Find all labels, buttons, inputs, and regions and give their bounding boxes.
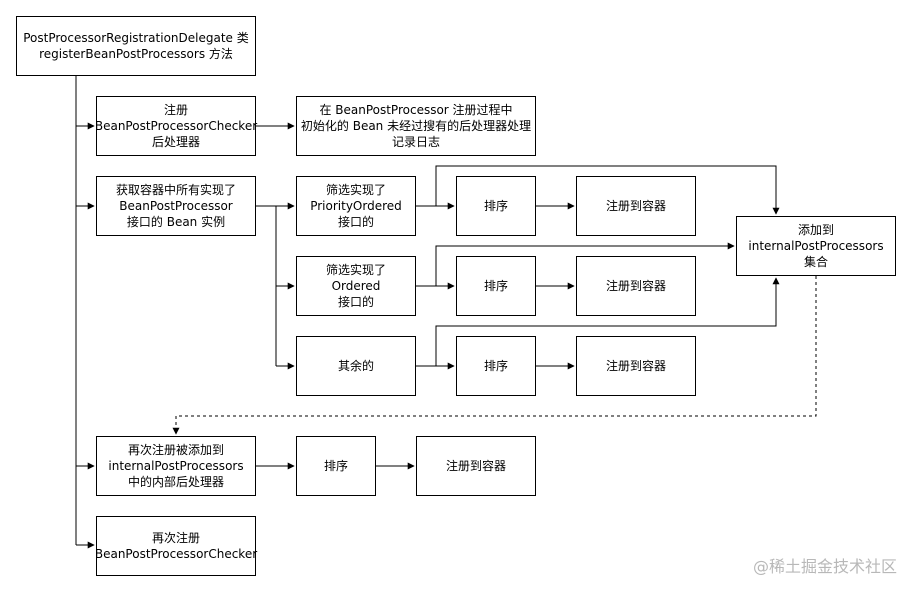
sort-node-3: 排序	[456, 336, 536, 396]
node-label-line: 其余的	[337, 359, 374, 373]
reregister-checker-node: 再次注册 BeanPostProcessorChecker	[94, 516, 258, 576]
node-label-line: PriorityOrdered	[310, 199, 402, 213]
delegate-node: PostProcessorRegistrationDelegate 类 regis…	[16, 16, 256, 76]
arrow-ordered-internal	[416, 242, 735, 287]
node-label-line: 注册到容器	[445, 459, 506, 473]
node-label-line: 排序	[483, 359, 508, 373]
watermark: @稀土掘金技术社区	[752, 557, 897, 576]
node-label-line: 注册到容器	[605, 199, 666, 213]
node-label-line: 后处理器	[151, 135, 200, 149]
arrow-priority-internal	[416, 165, 780, 215]
node-label-line: BeanPostProcessorChecker	[94, 119, 258, 133]
arrow-rest-internal	[416, 277, 780, 367]
node-label-line: 排序	[483, 279, 508, 293]
node-label-line: 初始化的 Bean 未经过搜有的后处理器处理	[300, 119, 532, 133]
ordered-node: 筛选实现了 Ordered 接口的	[296, 256, 416, 316]
note-node: 在 BeanPostProcessor 注册过程中初始化的 Bean 未经过搜有…	[296, 96, 536, 156]
node-label-line: 接口的	[337, 295, 374, 309]
node-label-line: 中的内部后处理器	[127, 475, 224, 489]
node-label-line: Ordered	[331, 279, 381, 293]
node-label-line: 再次注册被添加到	[127, 443, 224, 457]
branch-line	[256, 205, 277, 366]
node-label-line: BeanPostProcessor	[119, 199, 233, 213]
register-node-3: 注册到容器	[576, 336, 696, 396]
node-label-line: 筛选实现了	[325, 263, 386, 277]
register-node-2: 注册到容器	[576, 256, 696, 316]
sort-node-2: 排序	[456, 256, 536, 316]
register-node-4: 注册到容器	[416, 436, 536, 496]
node-label-line: internalPostProcessors	[748, 239, 884, 253]
priority-node: 筛选实现了 PriorityOrdered 接口的	[296, 176, 416, 236]
node-label-line: 接口的	[337, 215, 374, 229]
sort-node-4: 排序	[296, 436, 376, 496]
arrow-internal-reregister	[172, 276, 817, 435]
sort-node-1: 排序	[456, 176, 536, 236]
node-label-line: 筛选实现了	[325, 183, 386, 197]
node-label-line: 注册到容器	[605, 359, 666, 373]
register-node-1: 注册到容器	[576, 176, 696, 236]
reregister-internal-node: 再次注册被添加到 internalPostProcessors 中的内部后处理器	[96, 436, 256, 496]
node-label-line: 添加到	[797, 223, 834, 237]
node-label-line: 在 BeanPostProcessor 注册过程中	[319, 103, 513, 117]
node-label-line: 接口的 Bean 实例	[126, 215, 226, 229]
node-label-line: internalPostProcessors	[108, 459, 244, 473]
rest-node: 其余的	[296, 336, 416, 396]
node-label-line: 注册到容器	[605, 279, 666, 293]
node-label-line: 记录日志	[391, 135, 440, 149]
node-label-line: 排序	[483, 199, 508, 213]
node-label-line: 排序	[323, 459, 348, 473]
checker-node: 注册 BeanPostProcessorChecker 后处理器	[94, 96, 258, 156]
node-label-line: 再次注册	[151, 531, 200, 545]
node-label-line: 获取容器中所有实现了	[115, 183, 236, 197]
node-label-line: 注册	[163, 103, 188, 117]
get-all-node: 获取容器中所有实现了 BeanPostProcessor 接口的 Bean 实例	[96, 176, 256, 236]
node-label-line: 集合	[803, 255, 828, 269]
node-label-line: PostProcessorRegistrationDelegate 类	[23, 31, 249, 45]
internal-node: 添加到 internalPostProcessors 集合	[736, 216, 896, 276]
node-label-line: registerBeanPostProcessors 方法	[39, 47, 233, 61]
node-label-line: BeanPostProcessorChecker	[94, 547, 258, 561]
